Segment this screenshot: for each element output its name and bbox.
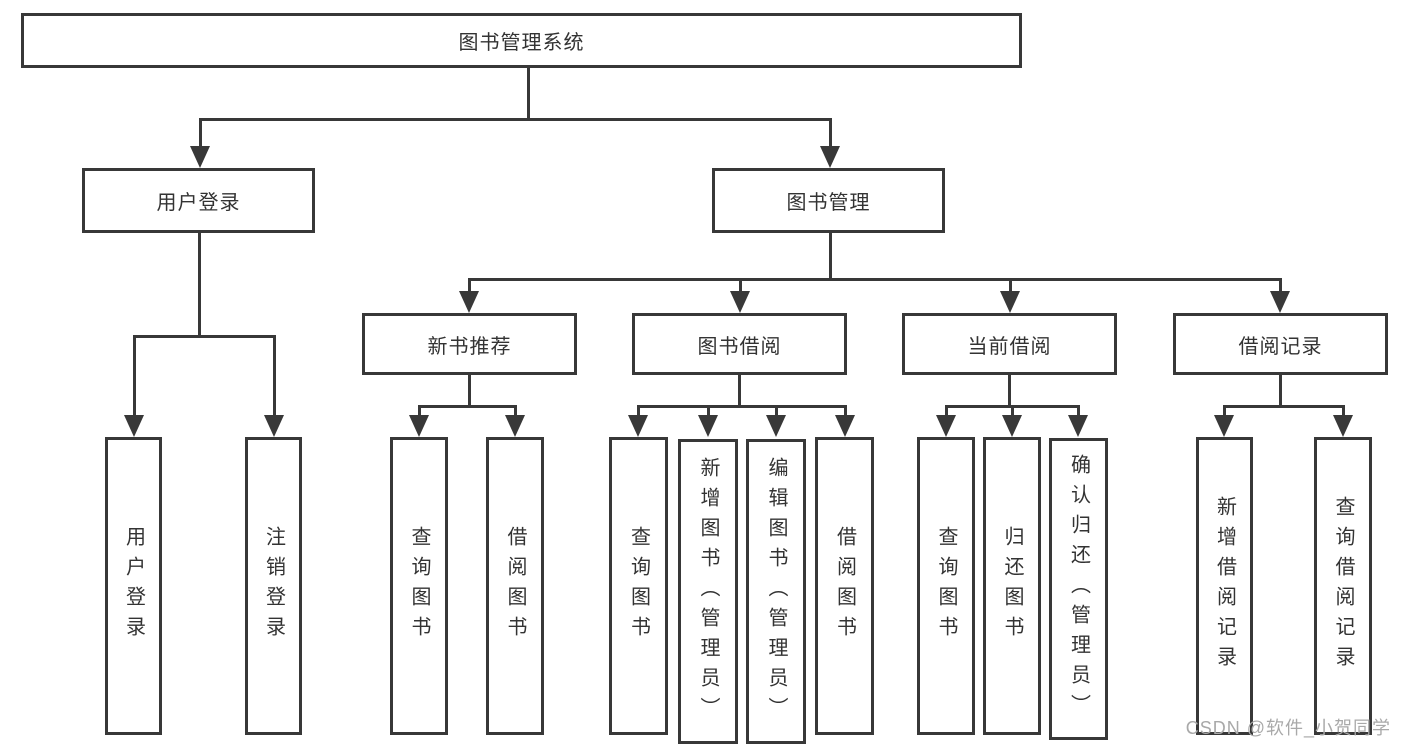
connector-arrowhead [1000,291,1020,313]
connector-vline [1077,405,1080,416]
connector-arrowhead [190,146,210,168]
connector-arrowhead [698,415,718,437]
connector-arrowhead [835,415,855,437]
node-current-borrowing: 当前借阅 [902,313,1117,375]
node-cb-query-books: 查询图书 [917,437,975,735]
node-nbr-query-books: 查询图书 [390,437,448,735]
connector-arrowhead [766,415,786,437]
connector-vline [1011,405,1014,416]
node-book-borrowing: 图书借阅 [632,313,847,375]
node-user-login: 用户登录 [82,168,315,233]
connector-arrowhead [628,415,648,437]
node-book-management: 图书管理 [712,168,945,233]
connector-vline [1342,405,1345,416]
connector-vline [775,405,778,416]
connector-hline [468,278,1281,281]
connector-vline [514,405,517,416]
connector-vline [133,335,136,415]
connector-arrowhead [459,291,479,313]
connector-vline [468,278,471,292]
node-cb-confirm-return-admin: 确认归还（管理员） [1049,438,1108,740]
node-bb-borrow-books: 借阅图书 [815,437,874,735]
connector-vline [199,118,202,148]
connector-arrowhead [820,146,840,168]
connector-arrowhead [1214,415,1234,437]
connector-vline [637,405,640,416]
connector-hline [1223,405,1344,408]
connector-vline [1008,375,1011,405]
connector-vline [1279,278,1282,292]
node-bb-query-books: 查询图书 [609,437,668,735]
connector-vline [829,118,832,148]
node-library-management-system: 图书管理系统 [21,13,1022,68]
connector-vline [527,68,530,118]
node-user-login-leaf: 用户登录 [105,437,162,735]
node-nbr-borrow-books: 借阅图书 [486,437,544,735]
connector-arrowhead [1002,415,1022,437]
node-br-query-borrow-record: 查询借阅记录 [1314,437,1372,735]
connector-vline [1279,375,1282,405]
node-cb-return-books: 归还图书 [983,437,1041,735]
node-new-book-recommendation: 新书推荐 [362,313,577,375]
node-borrowing-records: 借阅记录 [1173,313,1388,375]
node-br-add-borrow-record: 新增借阅记录 [1196,437,1253,735]
connector-vline [945,405,948,416]
csdn-watermark: CSDN @软件_小贺同学 [1185,718,1391,738]
connector-vline [707,405,710,416]
connector-vline [1223,405,1226,416]
node-bb-edit-books-admin: 编辑图书（管理员） [746,439,806,744]
connector-arrowhead [505,415,525,437]
connector-vline [738,375,741,405]
connector-arrowhead [264,415,284,437]
connector-arrowhead [1270,291,1290,313]
connector-hline [418,405,516,408]
connector-vline [468,375,471,405]
connector-arrowhead [1068,415,1088,437]
connector-hline [199,118,831,121]
connector-arrowhead [936,415,956,437]
connector-vline [1009,278,1012,292]
connector-vline [844,405,847,416]
connector-hline [133,335,275,338]
connector-vline [418,405,421,416]
connector-arrowhead [730,291,750,313]
connector-hline [637,405,846,408]
connector-arrowhead [1333,415,1353,437]
connector-vline [198,233,201,335]
connector-vline [273,335,276,415]
connector-arrowhead [409,415,429,437]
node-bb-add-books-admin: 新增图书（管理员） [678,439,738,744]
connector-vline [829,233,832,278]
connector-vline [739,278,742,292]
node-logout-leaf: 注销登录 [245,437,302,735]
connector-arrowhead [124,415,144,437]
